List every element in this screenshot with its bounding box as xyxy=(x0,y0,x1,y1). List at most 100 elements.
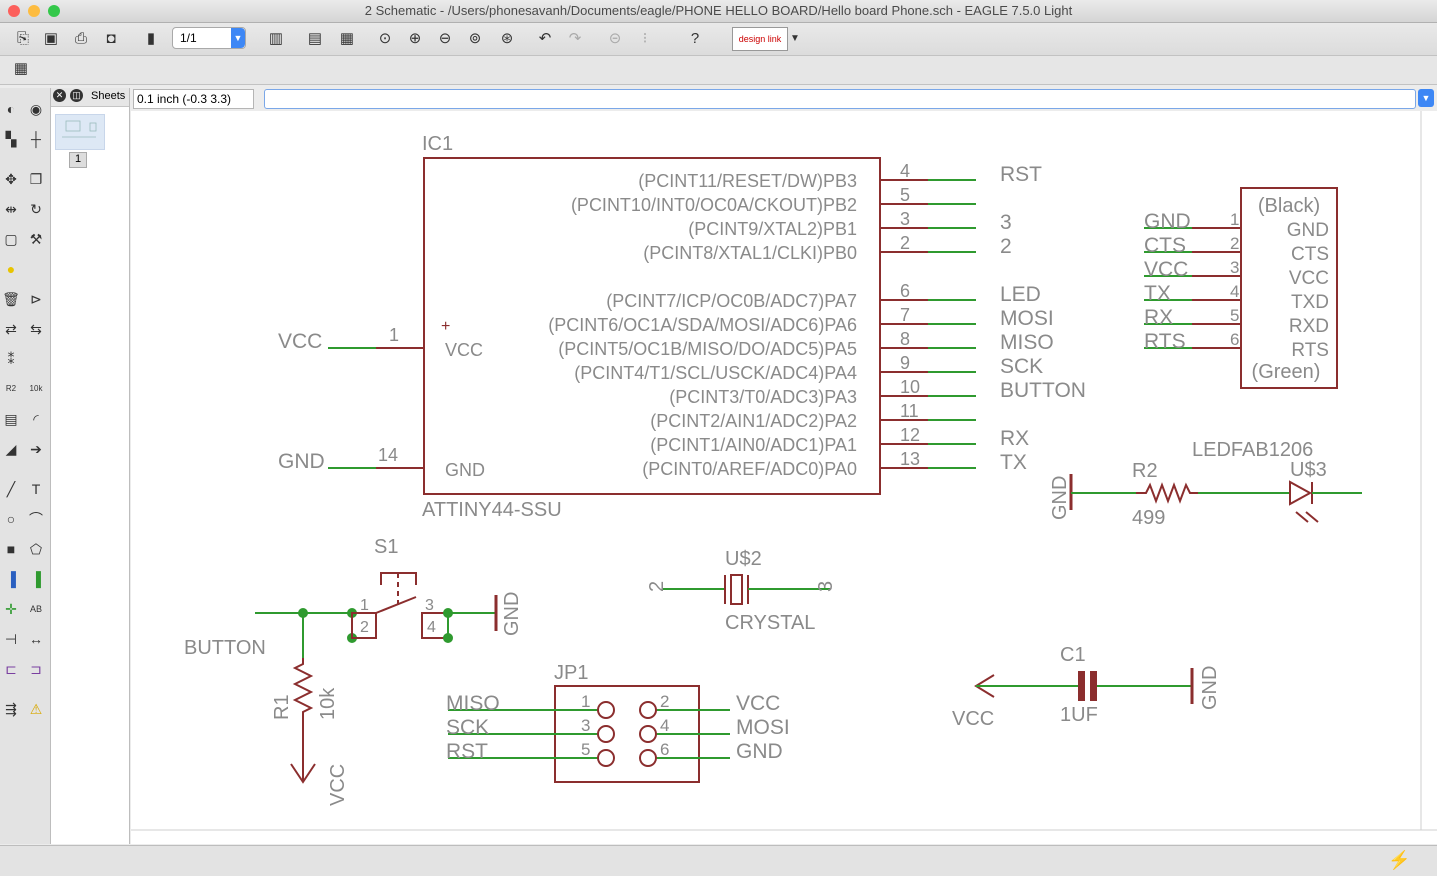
split-icon[interactable]: ◢ xyxy=(5,441,17,457)
c1-value: 1UF xyxy=(1060,704,1098,726)
chevron-down-icon[interactable]: ▼ xyxy=(1418,89,1434,107)
ftdi-net-label: RTS xyxy=(1144,330,1186,353)
close-icon[interactable]: ✕ xyxy=(53,89,66,102)
ic1-pin-label: (PCINT6/OC1A/SDA/MOSI/ADC6)PA6 xyxy=(548,315,857,335)
minimize-window-button[interactable] xyxy=(28,5,40,17)
led-circuit[interactable]: GND R2 499 LEDFAB1206 U$3 xyxy=(1049,439,1362,529)
invoke-icon[interactable]: ➔ xyxy=(30,441,42,457)
save-icon[interactable]: ▣ xyxy=(43,30,59,47)
jp1-pin xyxy=(639,749,657,767)
move-icon[interactable]: ✥ xyxy=(5,171,17,187)
gateswap-icon[interactable]: ⇆ xyxy=(30,321,42,337)
mark-icon[interactable]: ┼ xyxy=(31,131,41,147)
arc-icon[interactable]: ⌒ xyxy=(29,511,43,527)
text-icon[interactable]: T xyxy=(31,481,41,497)
ic1-pin-label: (PCINT7/ICP/OC0B/ADC7)PA7 xyxy=(606,291,857,311)
ic1-pin-number: 3 xyxy=(900,209,910,229)
polygon-icon[interactable]: ⬠ xyxy=(29,541,43,557)
jp1-pin-number: 6 xyxy=(660,740,669,759)
dimension-icon[interactable]: ↔ xyxy=(29,631,43,647)
restore-icon[interactable]: ◫ xyxy=(70,89,83,102)
frame-icon[interactable]: ⊏ xyxy=(5,661,17,677)
rect-icon[interactable]: ■ xyxy=(6,541,16,557)
sheet-thumbnail[interactable] xyxy=(55,114,105,150)
button-gnd-label: GND xyxy=(501,592,523,636)
circle-icon[interactable]: ○ xyxy=(6,511,16,527)
cam-icon[interactable]: ◘ xyxy=(106,30,116,47)
jp1-pin-number: 1 xyxy=(581,692,590,711)
ic1-pin-number: 12 xyxy=(900,425,920,445)
zoom-fit-icon[interactable]: ⊙ xyxy=(378,30,392,47)
crystal-name: U$2 xyxy=(725,548,762,570)
sheet-icon[interactable]: ▮ xyxy=(146,30,156,47)
net-icon[interactable]: ▐ xyxy=(31,571,41,587)
go-icon[interactable]: ⁝ xyxy=(642,30,648,47)
display-icon[interactable]: ▚ xyxy=(5,131,17,147)
ftdi-pin-number: 1 xyxy=(1230,210,1239,229)
ftdi-pin-number: 6 xyxy=(1230,330,1239,349)
use-icon[interactable]: ▥ xyxy=(268,30,284,47)
mirror-icon[interactable]: ⇹ xyxy=(5,201,17,217)
value-icon[interactable]: 10k xyxy=(29,384,43,393)
attribute-icon[interactable]: ⊣ xyxy=(4,631,18,647)
erc-warning-icon[interactable]: ⚠ xyxy=(29,701,43,717)
rotate-icon[interactable]: ↻ xyxy=(30,201,42,217)
button-circuit[interactable]: S1 GND 1 2 3 4 BUTTON xyxy=(184,536,523,806)
copy-icon[interactable]: ❐ xyxy=(29,171,43,187)
show-icon[interactable]: ◉ xyxy=(29,101,43,117)
script-icon[interactable]: ▤ xyxy=(307,30,323,47)
board-icon[interactable]: ⇶ xyxy=(5,701,17,717)
capacitor[interactable]: C1 VCC 1UF GND xyxy=(952,644,1221,730)
delete-icon[interactable]: 🗑 xyxy=(2,291,20,307)
close-window-button[interactable] xyxy=(8,5,20,17)
led-gnd-label: GND xyxy=(1049,476,1071,520)
designlink-button[interactable]: design link xyxy=(732,27,788,51)
redo-icon[interactable]: ↷ xyxy=(568,30,582,47)
sheet-select[interactable]: 1/1 ▼ xyxy=(172,27,246,49)
label-icon[interactable]: AB xyxy=(29,604,42,614)
zoom-in-icon[interactable]: ⊕ xyxy=(408,30,422,47)
help-icon[interactable]: ? xyxy=(690,30,700,47)
chevron-down-icon[interactable]: ▼ xyxy=(790,33,800,44)
run-icon[interactable]: ▦ xyxy=(339,30,355,47)
zoom-window-button[interactable] xyxy=(48,5,60,17)
junction-icon[interactable]: ✛ xyxy=(5,601,17,617)
r2-value: 499 xyxy=(1132,507,1165,529)
bus-icon[interactable]: ▐ xyxy=(6,571,16,587)
ftdi-net-label: TX xyxy=(1144,282,1171,305)
paste-icon[interactable]: ● xyxy=(6,261,16,277)
info-icon[interactable]: ◐ xyxy=(6,101,16,117)
miter-icon[interactable]: ◜ xyxy=(33,411,39,427)
origin-cross: + xyxy=(441,318,450,335)
frame2-icon[interactable]: ⊐ xyxy=(30,661,42,677)
ftdi-pin-name: RXD xyxy=(1289,316,1329,337)
button-vcc-label: VCC xyxy=(327,764,349,806)
open-icon[interactable]: ⎘ xyxy=(16,30,29,47)
change-icon[interactable]: ⚒ xyxy=(29,231,43,247)
stop-icon[interactable]: ⊝ xyxy=(608,30,622,47)
name-icon[interactable]: R2 xyxy=(5,384,17,393)
print-icon[interactable]: ⎙ xyxy=(74,30,87,47)
pinswap-icon[interactable]: ⇄ xyxy=(5,321,17,337)
crystal[interactable]: U$2 2 3 CRYSTAL xyxy=(646,548,837,634)
add-icon[interactable]: ⊳ xyxy=(30,291,42,307)
group-icon[interactable]: ▢ xyxy=(4,231,18,247)
ic1-net-label: SCK xyxy=(1000,355,1043,378)
command-input[interactable] xyxy=(264,89,1416,109)
wire-icon[interactable]: ╱ xyxy=(6,481,16,497)
zoom-out-icon[interactable]: ⊖ xyxy=(438,30,452,47)
smash-icon[interactable]: ▤ xyxy=(4,411,18,427)
zoom-redraw-icon[interactable]: ⊚ xyxy=(468,30,482,47)
grid-icon[interactable]: ▦ xyxy=(13,60,29,77)
ic1-pin-label: (PCINT3/T0/ADC3)PA3 xyxy=(669,387,857,407)
zoom-select-icon[interactable]: ⊛ xyxy=(500,30,514,47)
replace-icon[interactable]: ⁑ xyxy=(7,351,15,367)
sheet-number[interactable]: 1 xyxy=(69,152,87,168)
s1-name: S1 xyxy=(374,536,398,558)
undo-icon[interactable]: ↶ xyxy=(538,30,552,47)
